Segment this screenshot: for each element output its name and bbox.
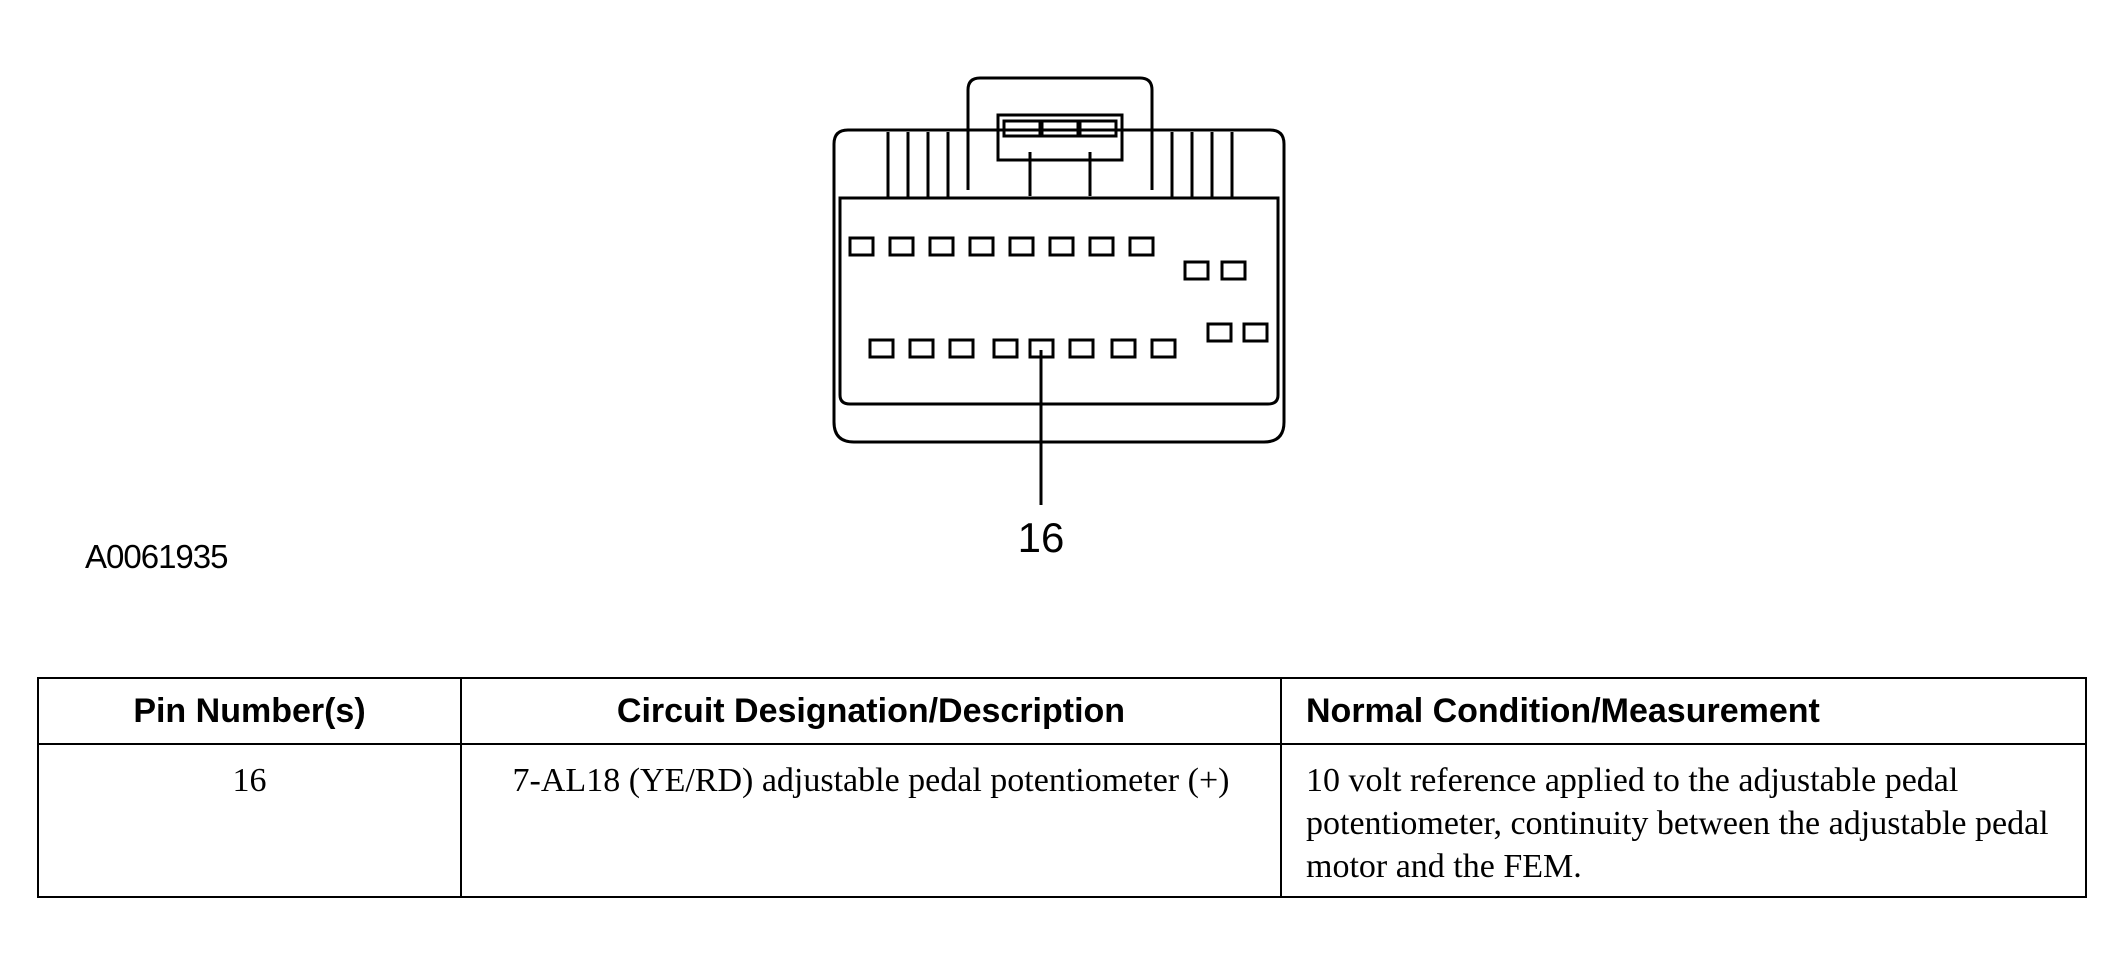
tab-latch-stem xyxy=(1028,152,1092,196)
pin-cavity xyxy=(1068,338,1095,359)
pin-cavity xyxy=(1088,236,1115,257)
pin-cavity xyxy=(948,338,975,359)
header-circuit: Circuit Designation/Description xyxy=(460,677,1282,745)
pin-cavity xyxy=(888,236,915,257)
cell-measurement: 10 volt reference applied to the adjusta… xyxy=(1280,743,2087,898)
pin-cavity xyxy=(908,338,935,359)
header-pin-number: Pin Number(s) xyxy=(37,677,462,745)
connector-locking-tab xyxy=(966,76,1154,190)
pin-cavity xyxy=(968,236,995,257)
pin-table: Pin Number(s) Circuit Designation/Descri… xyxy=(37,677,2087,898)
table-row: 16 7-AL18 (YE/RD) adjustable pedal poten… xyxy=(37,743,2087,898)
table-header-row: Pin Number(s) Circuit Designation/Descri… xyxy=(37,677,2087,745)
callout-pin-label: 16 xyxy=(1018,514,1065,561)
pin-cavity xyxy=(868,338,895,359)
connector-diagram: 16 xyxy=(832,76,1286,561)
pin-cavity xyxy=(848,236,875,257)
pin-cavity xyxy=(1150,338,1177,359)
cell-pin: 16 xyxy=(37,743,462,898)
pin-cavity xyxy=(1242,322,1269,343)
figure-id: A0061935 xyxy=(85,538,228,575)
pin-cavity xyxy=(1206,322,1233,343)
pin-cavity xyxy=(928,236,955,257)
pin-cavity xyxy=(1220,260,1247,281)
connector-face xyxy=(838,196,1280,406)
connector-body xyxy=(832,128,1286,444)
connector-ribs-right xyxy=(1170,132,1234,198)
pin-cavity xyxy=(1183,260,1210,281)
pin-cavity xyxy=(992,338,1019,359)
pin-cavity xyxy=(1128,236,1155,257)
cell-circuit: 7-AL18 (YE/RD) adjustable pedal potentio… xyxy=(460,743,1282,898)
pin-cavity xyxy=(1110,338,1137,359)
tab-latch-frame xyxy=(996,113,1124,162)
pin-cavity xyxy=(1048,236,1075,257)
connector-ribs-left xyxy=(886,132,950,198)
pin-cavity xyxy=(1008,236,1035,257)
header-measurement: Normal Condition/Measurement xyxy=(1280,677,2087,745)
